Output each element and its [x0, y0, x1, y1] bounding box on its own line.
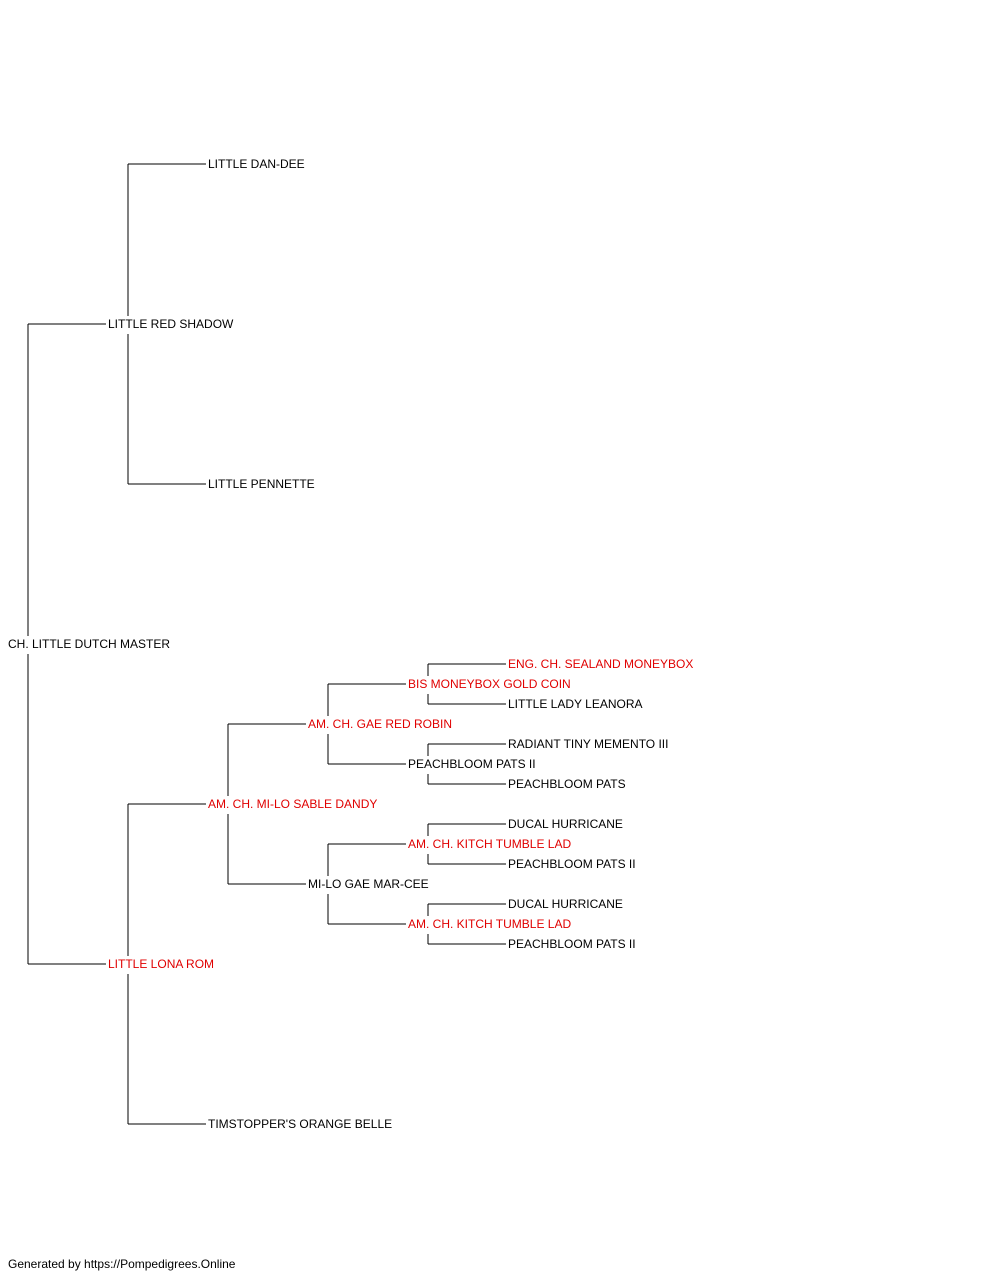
pedigree-node-root-dam-sire-sire-sire: BIS MONEYBOX GOLD COIN — [408, 677, 571, 691]
pedigree-node-root-dam-sire-dam-sire-sire: DUCAL HURRICANE — [508, 817, 623, 831]
footer-credit: Generated by https://Pompedigrees.Online — [8, 1257, 236, 1271]
pedigree-node-root-sire: LITTLE RED SHADOW — [108, 317, 234, 331]
pedigree-node-root-sire-dam: LITTLE PENNETTE — [208, 477, 315, 491]
pedigree-node-root-dam-sire-sire: AM. CH. GAE RED ROBIN — [308, 717, 452, 731]
pedigree-node-root-dam: LITTLE LONA ROM — [108, 957, 214, 971]
pedigree-node-root: CH. LITTLE DUTCH MASTER — [8, 637, 170, 651]
pedigree-node-root-dam-sire-dam-dam: AM. CH. KITCH TUMBLE LAD — [408, 917, 571, 931]
pedigree-node-root-dam-sire-dam: MI-LO GAE MAR-CEE — [308, 877, 429, 891]
pedigree-connectors — [27, 163, 506, 1125]
pedigree-node-root-sire-sire: LITTLE DAN-DEE — [208, 157, 305, 171]
pedigree-node-root-dam-dam: TIMSTOPPER'S ORANGE BELLE — [208, 1117, 392, 1131]
pedigree-node-root-dam-sire-sire-dam: PEACHBLOOM PATS II — [408, 757, 536, 771]
pedigree-node-root-dam-sire-dam-dam-dam: PEACHBLOOM PATS II — [508, 937, 636, 951]
pedigree-node-root-dam-sire-sire-sire-dam: LITTLE LADY LEANORA — [508, 697, 643, 711]
pedigree-node-root-dam-sire-dam-dam-sire: DUCAL HURRICANE — [508, 897, 623, 911]
pedigree-node-root-dam-sire-dam-sire: AM. CH. KITCH TUMBLE LAD — [408, 837, 571, 851]
pedigree-labels: CH. LITTLE DUTCH MASTER LITTLE RED SHADOW… — [8, 157, 693, 1131]
pedigree-node-root-dam-sire-sire-dam-sire: RADIANT TINY MEMENTO III — [508, 737, 668, 751]
pedigree-node-root-dam-sire: AM. CH. MI-LO SABLE DANDY — [208, 797, 377, 811]
pedigree-node-root-dam-sire-sire-sire-sire: ENG. CH. SEALAND MONEYBOX — [508, 657, 693, 671]
pedigree-node-root-dam-sire-sire-dam-dam: PEACHBLOOM PATS — [508, 777, 626, 791]
pedigree-node-root-dam-sire-dam-sire-dam: PEACHBLOOM PATS II — [508, 857, 636, 871]
